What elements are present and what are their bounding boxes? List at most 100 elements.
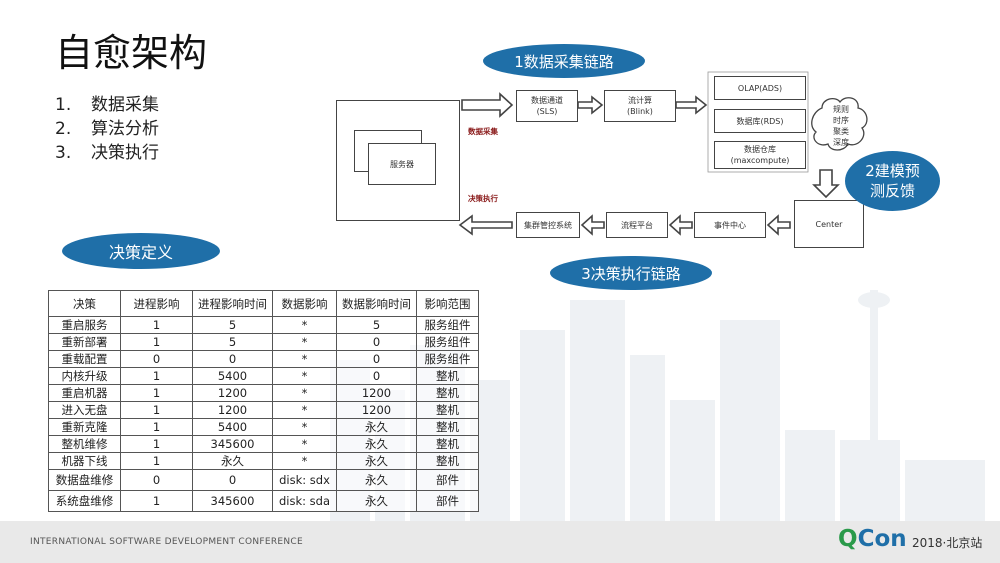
table-cell: 0 — [120, 469, 193, 491]
table-cell: 永久 — [336, 469, 417, 491]
table-cell: 重载配置 — [48, 350, 121, 368]
table-cell: 机器下线 — [48, 452, 121, 470]
qcon-logo: QCon — [838, 526, 907, 552]
table-cell: * — [272, 367, 337, 385]
table-header-row: 决策 进程影响 进程影响时间 数据影响 数据影响时间 影响范围 — [48, 290, 479, 317]
column-header: 进程影响 — [120, 290, 193, 317]
table-cell: * — [272, 316, 337, 334]
table-cell: 整机 — [416, 452, 479, 470]
table-cell: 5 — [336, 316, 417, 334]
table-cell: * — [272, 418, 337, 436]
table-cell: * — [272, 435, 337, 453]
warehouse-box: 数据仓库(maxcompute) — [714, 141, 806, 169]
table-cell: 345600 — [192, 490, 273, 512]
footer-bar — [0, 521, 1000, 563]
table-cell: 永久 — [336, 490, 417, 512]
table-cell: 系统盘维修 — [48, 490, 121, 512]
table-cell: 1 — [120, 435, 193, 453]
table-cell: 重新克隆 — [48, 418, 121, 436]
cluster-mgmt-box: 集群管控系统 — [516, 212, 580, 238]
table-cell: 整机维修 — [48, 435, 121, 453]
page-title: 自愈架构 — [55, 31, 208, 75]
table-cell: 0 — [192, 350, 273, 368]
table-cell: 整机 — [416, 435, 479, 453]
table-cell: 1 — [120, 490, 193, 512]
table-cell: 0 — [336, 350, 417, 368]
table-cell: * — [272, 452, 337, 470]
table-cell: 服务组件 — [416, 350, 479, 368]
table-cell: 部件 — [416, 490, 479, 512]
conference-name: INTERNATIONAL SOFTWARE DEVELOPMENT CONFE… — [30, 537, 304, 547]
analysis-cloud-icon — [811, 97, 868, 151]
agenda-list: 1.数据采集 2.算法分析 3.决策执行 — [55, 93, 159, 165]
table-cell: 重启机器 — [48, 384, 121, 402]
table-cell: * — [272, 384, 337, 402]
table-cell: 0 — [120, 350, 193, 368]
table-cell: 1 — [120, 401, 193, 419]
table-cell: disk: sdx — [272, 469, 337, 491]
agenda-item: 3.决策执行 — [55, 143, 159, 163]
table-cell: 内核升级 — [48, 367, 121, 385]
label-collect: 数据采集 — [468, 127, 498, 136]
table-cell: 整机 — [416, 401, 479, 419]
table-cell: 永久 — [336, 418, 417, 436]
table-cell: 0 — [192, 469, 273, 491]
table-cell: 5 — [192, 333, 273, 351]
analysis-cloud-text: 规则 时序 聚类 深度 — [833, 105, 849, 147]
column-header: 影响范围 — [416, 290, 479, 317]
column-header: 数据影响时间 — [336, 290, 417, 317]
table-cell: 1200 — [336, 401, 417, 419]
decision-def-bubble: 决策定义 — [62, 233, 220, 269]
label-execute: 决策执行 — [468, 194, 498, 203]
flow-platform-box: 流程平台 — [606, 212, 668, 238]
center-box: Center — [794, 200, 864, 248]
table-cell: 1 — [120, 316, 193, 334]
table-cell: 1200 — [192, 401, 273, 419]
table-cell: 数据盘维修 — [48, 469, 121, 491]
column-header: 数据影响 — [272, 290, 337, 317]
table-cell: 重新部署 — [48, 333, 121, 351]
table-cell: 345600 — [192, 435, 273, 453]
table-cell: 0 — [336, 333, 417, 351]
sls-box: 数据通道(SLS) — [516, 90, 578, 122]
table-cell: 1 — [120, 452, 193, 470]
table-cell: * — [272, 333, 337, 351]
table-cell: 1 — [120, 384, 193, 402]
table-cell: 进入无盘 — [48, 401, 121, 419]
table-cell: 1 — [120, 333, 193, 351]
table-cell: 0 — [336, 367, 417, 385]
table-cell: 5400 — [192, 418, 273, 436]
execute-chain-bubble: 3决策执行链路 — [550, 256, 712, 290]
model-feedback-bubble: 2建模预测反馈 — [845, 151, 940, 211]
table-cell: 1 — [120, 418, 193, 436]
table-cell: * — [272, 401, 337, 419]
column-header: 决策 — [48, 290, 121, 317]
table-cell: 服务组件 — [416, 333, 479, 351]
table-cell: 部件 — [416, 469, 479, 491]
agenda-item: 2.算法分析 — [55, 119, 159, 139]
blink-box: 流计算(Blink) — [604, 90, 676, 122]
table-cell: 重启服务 — [48, 316, 121, 334]
event-location: 2018·北京站 — [912, 536, 983, 550]
agenda-item: 1.数据采集 — [55, 95, 159, 115]
table-cell: 1 — [120, 367, 193, 385]
collect-chain-bubble: 1数据采集链路 — [483, 44, 645, 78]
olap-box: OLAP(ADS) — [714, 76, 806, 100]
table-cell: 1200 — [336, 384, 417, 402]
table-cell: disk: sda — [272, 490, 337, 512]
table-cell: 整机 — [416, 418, 479, 436]
table-cell: 整机 — [416, 367, 479, 385]
table-cell: 5400 — [192, 367, 273, 385]
